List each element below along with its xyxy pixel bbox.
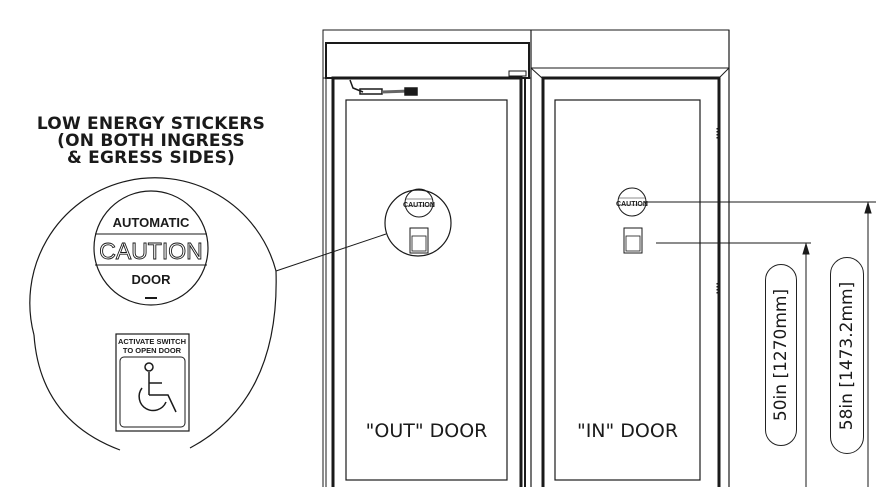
in-door-stickers	[617, 187, 647, 254]
switch-sticker-line1: ACTIVATE SWITCH	[118, 337, 186, 346]
caution-sticker-middle-text: CAUTION	[99, 238, 203, 264]
dimension-label-58in: 58in [1473.2mm]	[830, 257, 864, 454]
sticker-part-number	[145, 297, 157, 299]
caution-sticker-top-text: AUTOMATIC	[113, 215, 190, 230]
operator-header-right	[530, 29, 730, 487]
out-door-leaf	[325, 76, 523, 487]
caution-sticker-bottom-text: DOOR	[132, 272, 172, 287]
title-line-2: (ON BOTH INGRESS	[57, 131, 245, 151]
title-line-3: & EGRESS SIDES)	[67, 148, 235, 168]
switch-sticker-line2: TO OPEN DOOR	[123, 346, 182, 355]
in-door-leaf	[541, 76, 721, 487]
dimension-50in	[656, 242, 811, 487]
out-door-caution-text: CAUTION	[403, 202, 435, 209]
operator-header-left	[322, 29, 532, 487]
sticker-callout-title: LOW ENERGY STICKERS (ON BOTH INGRESS & E…	[20, 116, 282, 167]
in-door-caution-text: CAUTION	[616, 201, 648, 208]
dimension-text-58in: 58in [1473.2mm]	[837, 281, 857, 430]
out-door-label: "OUT" DOOR	[365, 420, 488, 442]
out-door-sticker-callout	[384, 188, 452, 257]
dimension-label-50in: 50in [1270mm]	[765, 264, 797, 446]
in-door-label: "IN" DOOR	[576, 420, 679, 442]
door-closer-arm	[349, 79, 418, 96]
sticker-detail-circle	[29, 177, 277, 451]
wheelchair-accessibility-icon	[138, 362, 177, 413]
dimension-58in	[645, 201, 876, 487]
dimension-text-50in: 50in [1270mm]	[771, 288, 791, 422]
title-line-1: LOW ENERGY STICKERS	[36, 114, 266, 134]
